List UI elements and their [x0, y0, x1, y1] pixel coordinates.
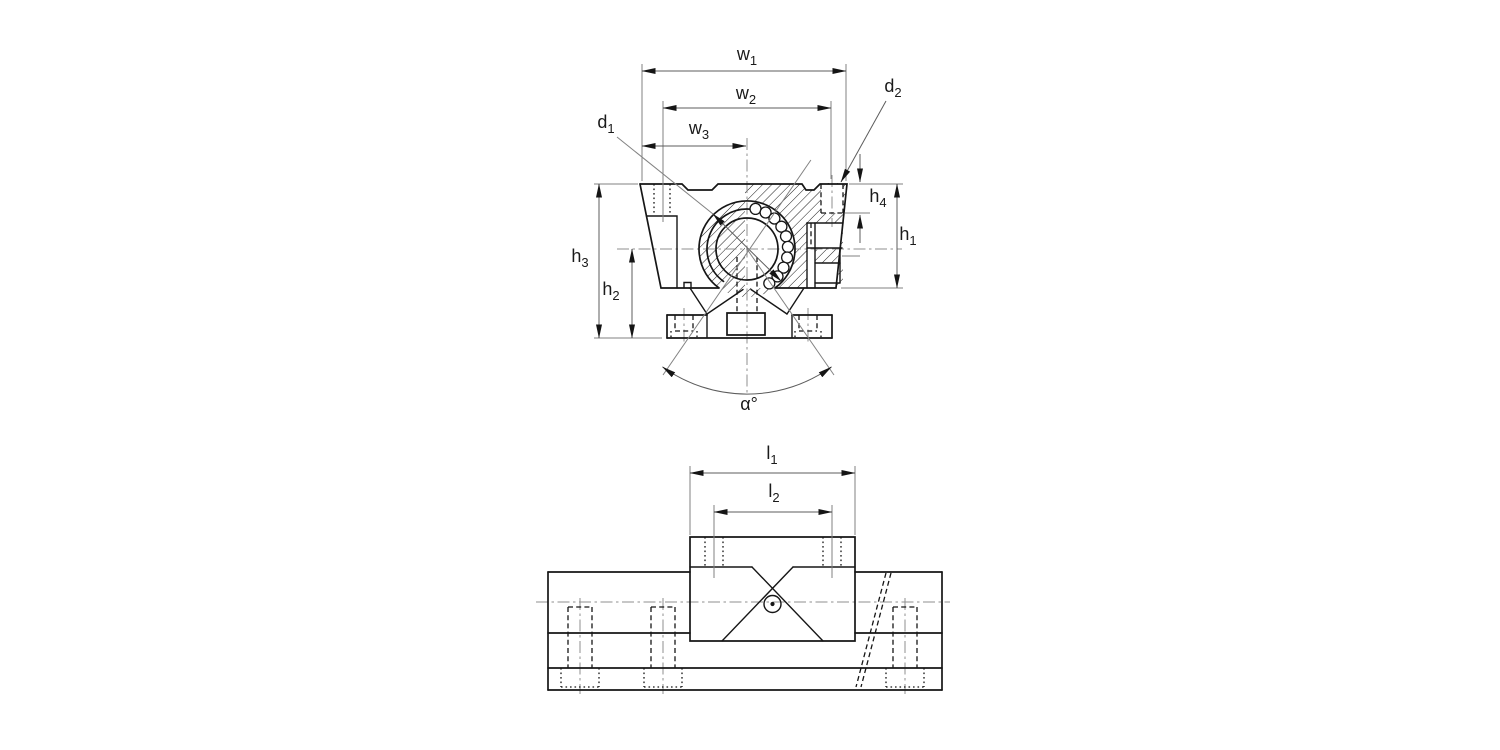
side-centerlines	[536, 598, 950, 694]
side-dimensions	[689, 466, 856, 578]
dim-alpha-arc	[662, 366, 832, 395]
dim-label-d2: d2	[884, 76, 902, 100]
rail-hole-1	[560, 606, 600, 688]
dim-label-alpha: α°	[740, 394, 758, 415]
side-support-rail	[547, 571, 943, 691]
dim-d1	[712, 213, 782, 282]
dim-label-d1: d1	[597, 112, 615, 136]
dim-label-w2: w2	[735, 83, 757, 107]
dim-label-h1: h1	[899, 224, 917, 248]
rail-hole-2	[643, 606, 683, 688]
support-rail-foot	[666, 312, 833, 339]
dim-label-h3: h3	[571, 246, 589, 270]
dim-label-h4: h4	[869, 186, 887, 210]
outer-ring-arc	[698, 200, 796, 289]
dim-label-w1: w1	[736, 44, 758, 68]
lube-port-center	[770, 601, 775, 607]
dim-label-l2: l2	[768, 481, 780, 505]
leader-d2	[840, 100, 887, 183]
dim-label-w3: w3	[688, 118, 710, 142]
side-view	[536, 466, 950, 694]
side-bearing-block	[689, 536, 856, 642]
dim-label-l1: l1	[766, 443, 778, 467]
front-dimensions	[594, 64, 903, 395]
front-section-view	[594, 64, 903, 396]
lube-port-circle	[763, 594, 782, 614]
dim-label-h2: h2	[602, 279, 620, 303]
rail-hole-3	[885, 606, 925, 688]
